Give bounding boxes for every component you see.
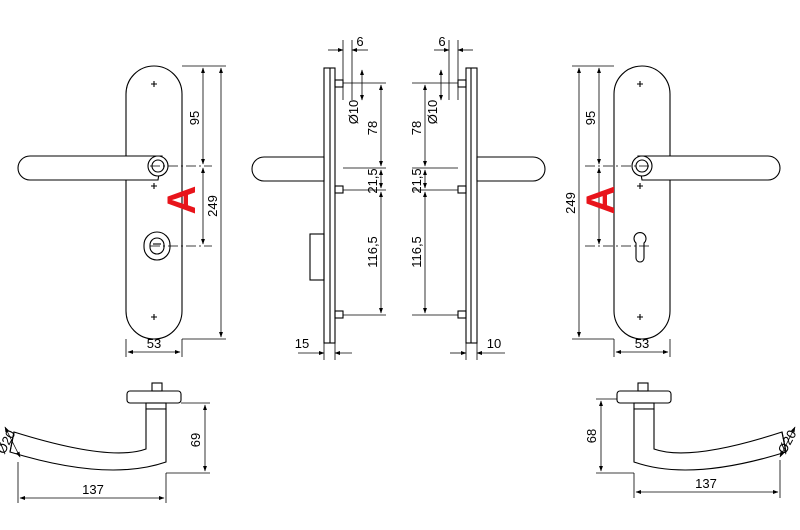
dim-21-5-side-right: 21,5	[409, 168, 424, 193]
dim-116-5-side-right: 116,5	[409, 236, 424, 268]
section-marker-a-left: A	[160, 186, 204, 215]
dim-53-right: 53	[635, 336, 649, 351]
dim-137-top-right: 137	[695, 476, 717, 491]
dim-15-side-left: 15	[295, 336, 309, 351]
bolts-left	[334, 79, 344, 319]
dim-d10-side-left: Ø10	[346, 100, 361, 125]
dim-6-side-right: 6	[438, 34, 445, 49]
dim-78-side-right: 78	[409, 121, 424, 135]
dim-6-side-left: 6	[356, 34, 363, 49]
screw-marks-left	[151, 81, 157, 320]
front-view-right: 95 249 A 53	[563, 65, 781, 357]
dim-95-left: 95	[187, 111, 202, 125]
dim-116-5-side-left: 116,5	[365, 236, 380, 268]
top-view-left: Ø20 69 137	[0, 382, 210, 503]
dim-69-top-left: 69	[188, 433, 203, 447]
dim-10-side-right: 10	[487, 336, 501, 351]
backplate-left	[125, 65, 183, 340]
lever-side-right	[476, 156, 546, 182]
bolts-right	[457, 79, 467, 319]
lock-nose-left	[309, 233, 325, 281]
screw-marks-right	[637, 81, 643, 320]
front-view-left: 95 249 A 53	[17, 65, 226, 357]
lever-right	[637, 155, 781, 181]
section-marker-a-right: A	[579, 186, 623, 215]
side-view-left: 6 Ø10 78 21,5 116,5 15	[251, 34, 386, 360]
dim-249-right: 249	[563, 192, 578, 214]
dim-137-top-left: 137	[82, 482, 104, 497]
top-view-right: Ø20 68 137	[584, 382, 800, 498]
lever-top-right	[633, 408, 787, 471]
backplate-right	[613, 65, 671, 340]
lever-left	[17, 155, 163, 181]
dim-95-right: 95	[583, 111, 598, 125]
dim-21-5-side-left: 21,5	[365, 168, 380, 193]
lever-side-left	[251, 156, 325, 182]
dim-d10-side-right: Ø10	[425, 100, 440, 125]
lever-top-left	[9, 408, 167, 471]
profile-cylinder-hole	[633, 232, 647, 263]
side-view-right: 6 Ø10 78 21,5 116,5 10	[409, 34, 546, 360]
dim-53-left: 53	[147, 336, 161, 351]
dim-78-side-left: 78	[365, 121, 380, 135]
dim-68-top-right: 68	[584, 429, 599, 443]
dim-249-left: 249	[205, 195, 220, 217]
dim-d20-top-right: Ø20	[775, 428, 800, 457]
